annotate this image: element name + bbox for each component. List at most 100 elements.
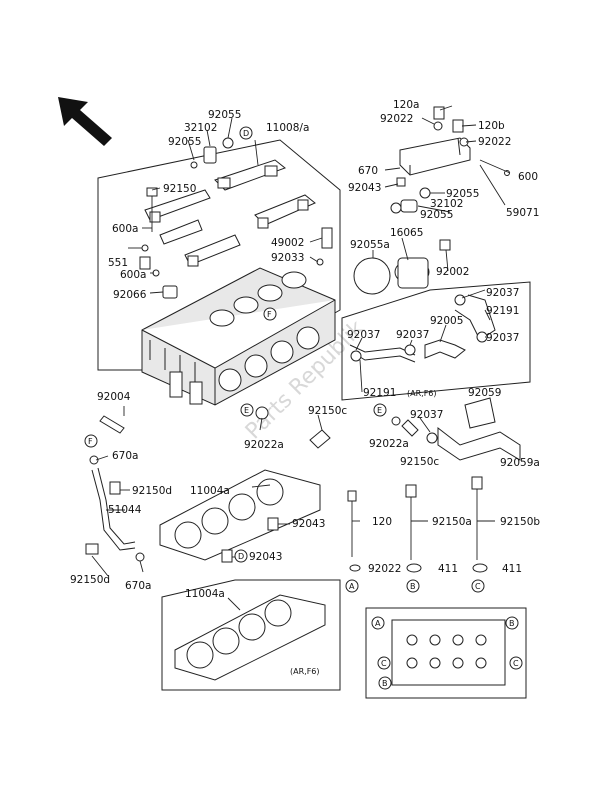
marker-f-1: F [84, 434, 98, 448]
label-92004: 92004 [97, 391, 131, 403]
label-92005: 92005 [430, 315, 463, 327]
leader-lines [91, 105, 506, 611]
label-92002: 92002 [436, 266, 469, 278]
label-92150a: 92150a [432, 516, 472, 528]
fitting-16065 [353, 239, 451, 295]
label-92150c-2: 92150c [400, 456, 439, 468]
label-92055-b: 92055 [168, 136, 201, 148]
marker-a: A [345, 579, 359, 593]
gasket-upper [159, 469, 321, 563]
small-parts-left [139, 137, 333, 299]
label-arf6-1: (AR,F6) [407, 389, 437, 398]
marker-letter: C [381, 659, 387, 668]
marker-e-1: E [240, 403, 254, 417]
label-120b: 120b [478, 120, 505, 132]
label-92055-r1: 92055 [446, 188, 479, 200]
marker-letter: D [243, 129, 249, 138]
label-11004a-2: 11004a [185, 588, 225, 600]
label-32102-r: 32102 [430, 198, 463, 210]
label-411-1: 411 [438, 563, 458, 575]
lever-assembly [390, 106, 511, 214]
label-92043-m: 92043 [292, 518, 325, 530]
label-92066: 92066 [113, 289, 147, 301]
marker-d-2: D [234, 549, 248, 563]
direction-arrow-icon [58, 97, 112, 146]
cam-caps [144, 159, 316, 267]
gasket-lower-box [161, 579, 341, 691]
marker-b-2: B [378, 676, 392, 690]
label-11004a-1: 11004a [190, 485, 230, 497]
marker-b: B [406, 579, 420, 593]
label-92022-r: 92022 [478, 136, 511, 148]
marker-d-1: D [239, 126, 253, 140]
label-92059a: 92059a [500, 457, 540, 469]
label-92150: 92150 [163, 183, 196, 195]
label-92150c-1: 92150c [308, 405, 347, 417]
marker-e-2: E [373, 403, 387, 417]
label-16065: 16065 [390, 227, 423, 239]
label-92043-b: 92043 [249, 551, 282, 563]
callout-markers: D D F F E E A B C A B C B C [84, 126, 523, 690]
marker-letter: E [377, 406, 382, 415]
label-120: 120 [372, 516, 392, 528]
label-92055-top: 92055 [208, 109, 241, 121]
label-600a-1: 600a [112, 223, 138, 235]
hoses-92059 [437, 397, 521, 461]
marker-letter: B [509, 619, 515, 628]
label-120a: 120a [393, 99, 419, 111]
label-32102-a: 32102 [184, 122, 217, 134]
cylinder-head [141, 267, 336, 406]
marker-letter: D [238, 552, 244, 561]
label-670a-2: 670a [125, 580, 151, 592]
label-670: 670 [358, 165, 378, 177]
marker-letter: A [349, 582, 355, 591]
label-92022-b: 92022 [368, 563, 401, 575]
label-92033: 92033 [271, 252, 304, 264]
marker-letter: F [88, 437, 93, 446]
label-92055a: 92055a [350, 239, 390, 251]
bolts-row [347, 476, 488, 573]
label-92059: 92059 [468, 387, 501, 399]
label-92043-t: 92043 [348, 182, 381, 194]
marker-letter: E [244, 406, 249, 415]
label-92055-r2: 92055 [420, 209, 453, 221]
tightening-order-box [365, 607, 527, 699]
label-92037-5: 92037 [410, 409, 443, 421]
marker-letter: B [382, 679, 388, 688]
label-92037-4: 92037 [486, 332, 519, 344]
label-92022a-2: 92022a [369, 438, 409, 450]
marker-f-2: F [263, 307, 277, 321]
label-600: 600 [518, 171, 538, 183]
small-parts-middle [255, 406, 438, 449]
marker-letter: F [267, 310, 272, 319]
label-92037-1: 92037 [486, 287, 519, 299]
label-92191-1: 92191 [486, 305, 519, 317]
label-92150d-1: 92150d [132, 485, 172, 497]
label-92022-t: 92022 [380, 113, 413, 125]
label-11008a: 11008/a [266, 122, 309, 134]
pin-92004 [99, 415, 125, 434]
label-92037-3: 92037 [396, 329, 429, 341]
label-92150d-2: 92150d [70, 574, 110, 586]
part-labels: 92055 32102 11008/a 92055 92150 600a 551… [70, 99, 540, 676]
marker-letter: A [375, 619, 381, 628]
marker-a-2: A [371, 616, 385, 630]
marker-c-2: C [377, 656, 391, 670]
label-arf6-2: (AR,F6) [290, 667, 320, 676]
label-551: 551 [108, 257, 128, 269]
label-411-2: 411 [502, 563, 522, 575]
label-92022a-1: 92022a [244, 439, 284, 451]
label-51044: 51044 [108, 504, 142, 516]
marker-b-3: B [505, 616, 519, 630]
label-49002: 49002 [271, 237, 304, 249]
label-670a-1: 670a [112, 450, 138, 462]
label-92150b: 92150b [500, 516, 540, 528]
label-600a-2: 600a [120, 269, 146, 281]
label-59071: 59071 [506, 207, 539, 219]
marker-letter: C [475, 582, 481, 591]
marker-letter: B [410, 582, 416, 591]
marker-c-3: C [509, 656, 523, 670]
label-92191-2: 92191 [363, 387, 396, 399]
marker-letter: C [513, 659, 519, 668]
